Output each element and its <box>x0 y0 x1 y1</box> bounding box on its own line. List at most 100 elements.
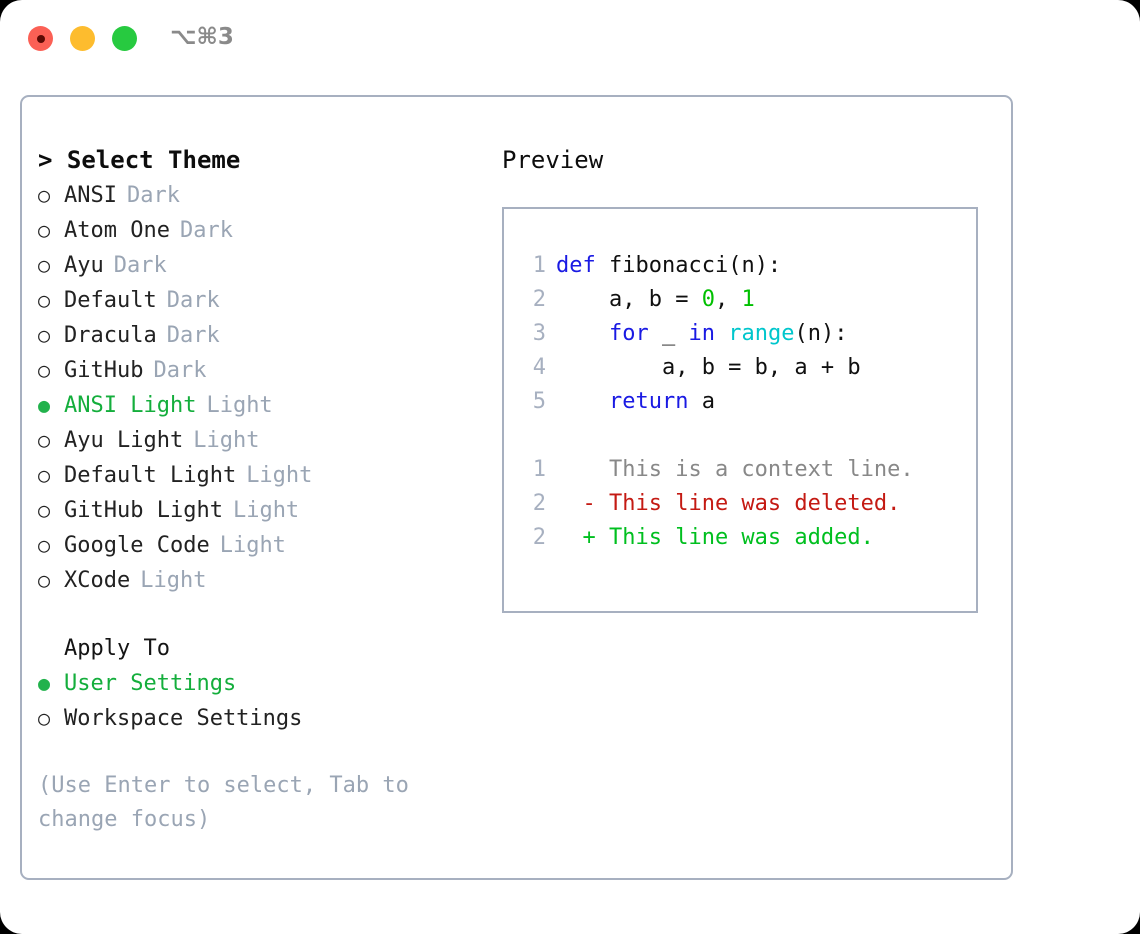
theme-option-ayu-light[interactable]: ○ Ayu Light Light <box>38 423 478 458</box>
code-token-plain <box>715 321 728 346</box>
theme-kind-badge: Light <box>140 568 207 593</box>
radio-unselected-icon: ○ <box>38 358 51 382</box>
theme-option-github[interactable]: ○ GitHub Dark <box>38 353 478 388</box>
line-number: 3 <box>532 321 546 346</box>
minimize-button[interactable] <box>70 26 95 51</box>
recording-dot-icon <box>36 34 45 43</box>
shortcut-label: ⌥⌘3 <box>170 24 234 50</box>
line-number: 1 <box>532 253 546 278</box>
line-number: 1 <box>532 457 546 482</box>
radio-unselected-icon: ○ <box>38 183 51 207</box>
line-number: 5 <box>532 389 546 414</box>
code-token-plain <box>556 321 609 346</box>
theme-name: Atom One <box>64 218 170 243</box>
apply-to-options: ● User Settings ○Workspace Settings <box>38 666 478 736</box>
select-theme-header: > Select Theme <box>38 146 241 174</box>
code-token-fn: range <box>728 321 795 346</box>
theme-option-google-code[interactable]: ○ Google Code Light <box>38 528 478 563</box>
theme-kind-badge: Dark <box>166 323 220 348</box>
code-line: 5 return a <box>518 385 970 419</box>
code-token-plain: a, b = <box>556 287 702 312</box>
theme-option-ansi-light[interactable]: ● ANSI Light Light <box>38 388 478 423</box>
code-line: 2 a, b = 0, 1 <box>518 283 970 317</box>
theme-option-github-light[interactable]: ○ GitHub Light Light <box>38 493 478 528</box>
radio-unselected-icon: ○ <box>38 533 51 557</box>
radio-unselected-icon: ○ <box>38 253 51 277</box>
theme-name: Default Light <box>64 463 237 488</box>
code-token-kw: in <box>688 321 715 346</box>
theme-name: GitHub Light <box>64 498 223 523</box>
code-line: 4 a, b = b, a + b <box>518 351 970 385</box>
radio-unselected-icon: ○ <box>38 323 51 347</box>
apply-to-label: User Settings <box>64 671 237 696</box>
radio-unselected-icon: ○ <box>38 568 51 592</box>
theme-name: XCode <box>64 568 131 593</box>
code-token-plain: a <box>688 389 715 414</box>
code-token-kw: for <box>608 321 649 346</box>
diff-lines: 1 This is a context line.2 - This line w… <box>518 453 970 555</box>
theme-kind-badge: Light <box>232 498 300 523</box>
code-token-kw: def <box>556 253 596 278</box>
code-token-num: 1 <box>741 287 755 312</box>
diff-text: - This line was deleted. <box>556 491 901 516</box>
apply-to-option-workspace-settings[interactable]: ○Workspace Settings <box>38 701 478 736</box>
theme-option-default[interactable]: ○ Default Dark <box>38 283 478 318</box>
apply-to-option-user-settings[interactable]: ● User Settings <box>38 666 478 701</box>
theme-kind-badge: Light <box>246 463 313 488</box>
theme-name: Default <box>64 288 157 313</box>
radio-selected-icon: ● <box>38 671 51 695</box>
theme-kind-badge: Light <box>193 428 260 453</box>
maximize-button[interactable] <box>112 26 137 51</box>
radio-unselected-icon: ○ <box>38 288 51 312</box>
theme-kind-badge: Dark <box>179 218 233 243</box>
code-token-plain: (n): <box>794 321 848 346</box>
theme-option-atom-one[interactable]: ○ Atom One Dark <box>38 213 478 248</box>
code-token-plain: , <box>714 287 742 312</box>
diff-line-context: 1 This is a context line. <box>518 453 970 487</box>
radio-unselected-icon: ○ <box>38 218 51 242</box>
diff-line-deleted: 2 - This line was deleted. <box>518 487 970 521</box>
code-token-plain: a, b = b, a + b <box>556 355 861 380</box>
theme-name: Google Code <box>64 533 210 558</box>
apply-to-section: Apply To ●User Settings○Workspace Settin… <box>38 632 478 736</box>
preview-title: Preview <box>502 146 604 174</box>
theme-kind-badge: Dark <box>166 288 220 313</box>
theme-option-default-light[interactable]: ○ Default Light Light <box>38 458 478 493</box>
theme-option-xcode[interactable]: ○ XCode Light <box>38 563 478 598</box>
code-token-num: 0 <box>701 287 715 312</box>
theme-kind-badge: Light <box>219 533 286 558</box>
theme-name: GitHub <box>64 358 144 383</box>
code-text: for _ in range(n): <box>556 317 847 351</box>
radio-unselected-icon: ○ <box>38 498 51 522</box>
radio-unselected-icon: ○ <box>38 706 51 730</box>
theme-kind-badge: Dark <box>153 358 207 383</box>
theme-kind-badge: Dark <box>126 183 180 208</box>
diff-line-added: 2 + This line was added. <box>518 521 970 555</box>
close-button[interactable] <box>28 26 53 51</box>
line-number: 2 <box>532 491 546 516</box>
theme-name: ANSI Light <box>64 393 197 418</box>
radio-unselected-icon: ○ <box>38 463 51 487</box>
theme-kind-badge: Light <box>206 393 273 418</box>
code-diff-spacer <box>518 419 970 453</box>
code-token-kw: return <box>608 389 689 414</box>
window-controls <box>28 26 137 51</box>
diff-text: This is a context line. <box>556 457 914 482</box>
radio-unselected-icon: ○ <box>38 428 51 452</box>
code-token-plain <box>556 389 609 414</box>
theme-name: Ayu Light <box>64 428 184 453</box>
line-number: 2 <box>532 287 546 312</box>
title-bar: ⌥⌘3 <box>0 0 1140 78</box>
radio-selected-icon: ● <box>38 393 51 417</box>
theme-name: Dracula <box>64 323 157 348</box>
theme-option-dracula[interactable]: ○ Dracula Dark <box>38 318 478 353</box>
